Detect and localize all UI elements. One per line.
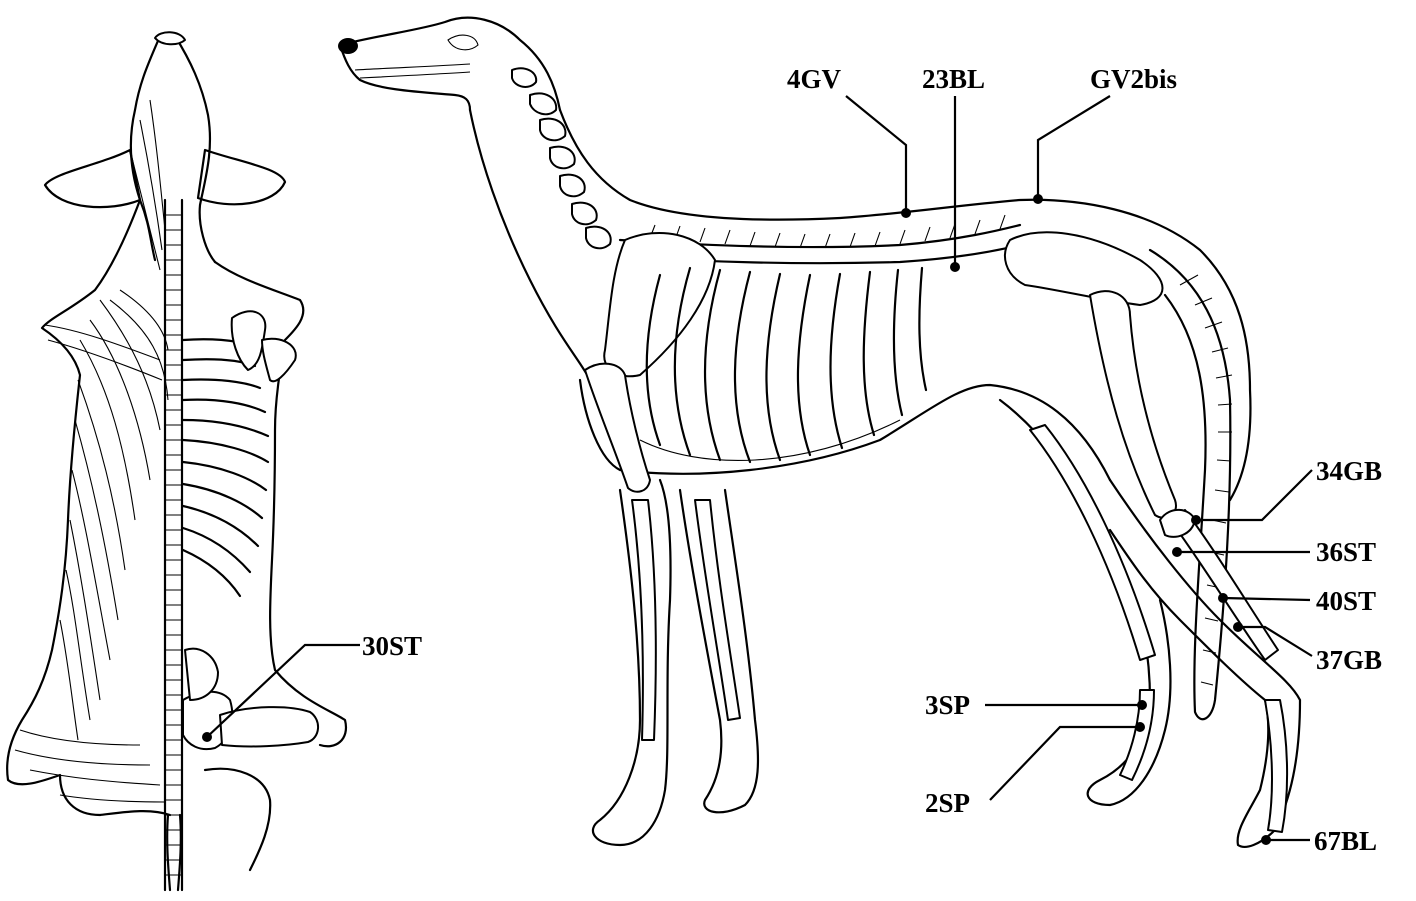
- lateral-radius-far: [695, 500, 740, 720]
- dorsal-view-dog: 30ST: [7, 32, 422, 890]
- p-4gv-leader: [846, 96, 906, 213]
- dorsal-muscle-hatching: [15, 100, 168, 802]
- p-36st-label: 36ST: [1316, 537, 1376, 567]
- lateral-metatarsal-near: [1265, 700, 1287, 832]
- p-gv2bis-leader: [1038, 96, 1110, 199]
- p-37gb-label: 37GB: [1316, 645, 1382, 675]
- lateral-view-dog: 4GV 23BL GV2bis 34GB 36ST 40ST 37GB 3SP: [338, 18, 1382, 856]
- p-40st-label: 40ST: [1316, 586, 1376, 616]
- p-67bl-label: 67BL: [1314, 826, 1377, 856]
- lateral-head: [340, 18, 560, 110]
- p-30st-label: 30ST: [362, 631, 422, 661]
- dorsal-nose: [155, 32, 185, 44]
- dorsal-tail: [167, 815, 181, 890]
- lateral-jaw: [355, 64, 470, 78]
- dorsal-ribs: [183, 339, 268, 596]
- lateral-nose: [338, 38, 358, 54]
- p-34gb-label: 34GB: [1316, 456, 1382, 486]
- p-34gb-leader: [1196, 470, 1312, 520]
- p-gv2bis-label: GV2bis: [1090, 64, 1177, 94]
- lateral-neck-front: [470, 110, 590, 380]
- p-3sp-label: 3SP: [925, 690, 970, 720]
- lateral-ribs: [640, 268, 926, 462]
- p-23bl-label: 23BL: [922, 64, 985, 94]
- dorsal-head: [131, 36, 215, 262]
- lateral-femur: [1090, 291, 1176, 518]
- lateral-metatarsal-far: [1120, 690, 1154, 780]
- lateral-pelvis: [1005, 232, 1163, 305]
- p-2sp-label: 2SP: [925, 788, 970, 818]
- p-2sp-leader: [990, 727, 1140, 800]
- lateral-eye: [448, 35, 478, 50]
- dorsal-left-ear: [45, 150, 140, 207]
- lateral-humerus: [585, 364, 650, 492]
- dorsal-femur: [220, 707, 318, 746]
- lateral-cervical-vertebrae: [512, 68, 611, 248]
- dorsal-humerus: [262, 339, 296, 382]
- lateral-scapula: [604, 233, 715, 376]
- dorsal-right-ear: [198, 150, 285, 204]
- lateral-front-leg-near: [593, 480, 671, 845]
- dorsal-body-outline-left: [7, 200, 170, 815]
- p-4gv-label: 4GV: [787, 64, 842, 94]
- dorsal-vertebrae: [165, 215, 182, 875]
